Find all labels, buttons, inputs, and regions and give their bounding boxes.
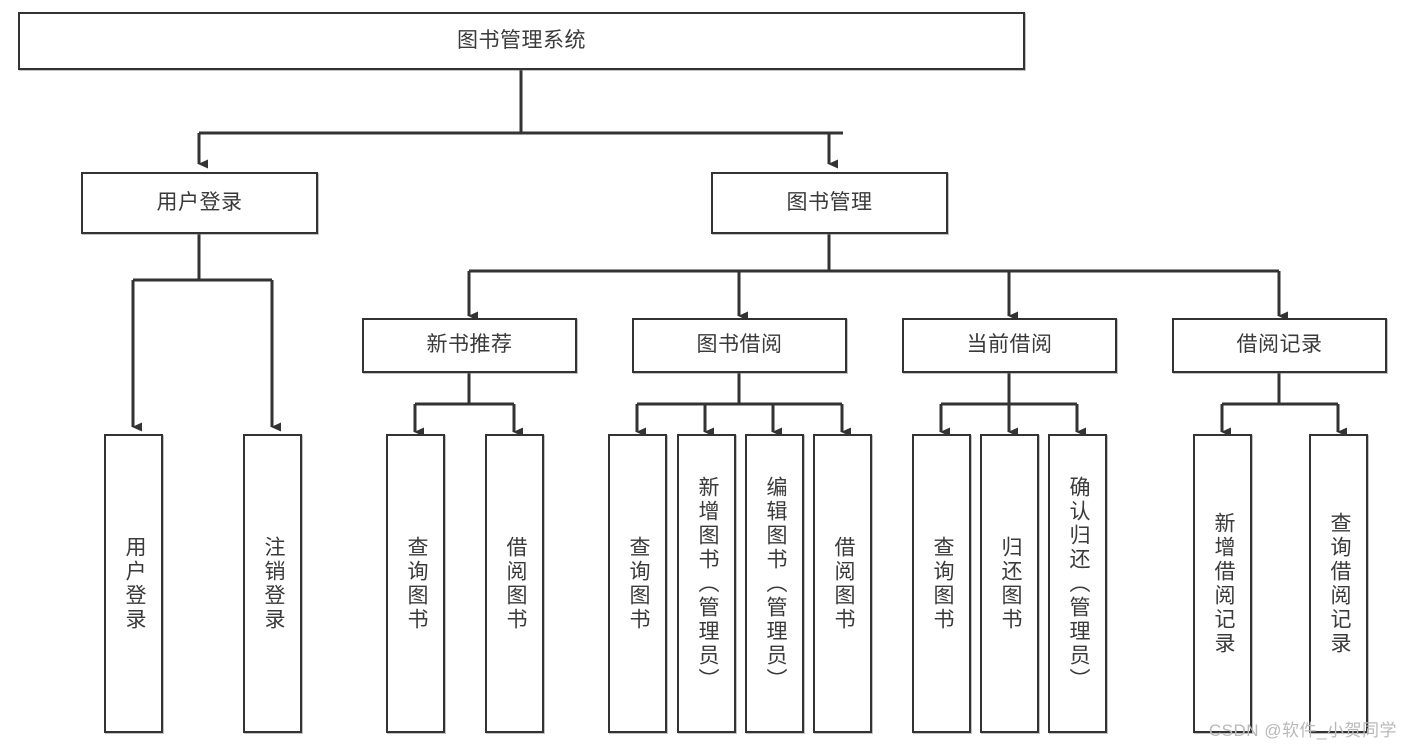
node-label: 查询图书 (930, 535, 954, 632)
leaf-bb-edit-book-admin[interactable]: 编辑图书（管理员） (745, 434, 804, 733)
node-current-borrow[interactable]: 当前借阅 (902, 318, 1117, 373)
leaf-br-query-record[interactable]: 查询借阅记录 (1309, 434, 1368, 733)
leaf-nb-borrow-book[interactable]: 借阅图书 (485, 434, 544, 733)
node-borrow-records[interactable]: 借阅记录 (1172, 318, 1387, 373)
node-label: 新书推荐 (426, 333, 513, 357)
node-label: 当前借阅 (966, 333, 1053, 357)
leaf-cb-query-book[interactable]: 查询图书 (912, 434, 971, 733)
leaf-bb-query-book[interactable]: 查询图书 (608, 434, 667, 733)
leaf-br-add-record[interactable]: 新增借阅记录 (1193, 434, 1252, 733)
node-label: 图书管理 (786, 190, 873, 214)
node-label: 归还图书 (998, 535, 1022, 632)
node-label: 图书管理系统 (457, 28, 586, 52)
node-label: 借阅图书 (503, 535, 527, 632)
leaf-nb-query-book[interactable]: 查询图书 (386, 434, 445, 733)
leaf-bb-add-book-admin[interactable]: 新增图书（管理员） (677, 434, 736, 733)
node-root-system[interactable]: 图书管理系统 (18, 12, 1025, 70)
node-book-manage[interactable]: 图书管理 (711, 172, 948, 234)
node-label: 查询图书 (626, 535, 650, 632)
leaf-user-login[interactable]: 用户登录 (104, 434, 163, 733)
node-label: 确认归还（管理员） (1066, 475, 1090, 692)
node-label: 用户登录 (122, 535, 146, 632)
node-new-book-recommend[interactable]: 新书推荐 (362, 318, 577, 373)
node-label: 编辑图书（管理员） (763, 475, 787, 692)
node-label: 查询图书 (404, 535, 428, 632)
node-label: 新增借阅记录 (1211, 511, 1235, 656)
node-user-login[interactable]: 用户登录 (81, 172, 318, 234)
node-label: 图书借阅 (696, 333, 783, 357)
node-label: 用户登录 (156, 190, 243, 214)
leaf-logout[interactable]: 注销登录 (243, 434, 302, 733)
node-label: 注销登录 (261, 535, 285, 632)
leaf-cb-return-book[interactable]: 归还图书 (980, 434, 1039, 733)
node-label: 借阅图书 (831, 535, 855, 632)
node-book-borrow[interactable]: 图书借阅 (632, 318, 847, 373)
node-label: 新增图书（管理员） (695, 475, 719, 692)
leaf-bb-borrow-book[interactable]: 借阅图书 (813, 434, 872, 733)
watermark-text: CSDN @软件_小贺同学 (1208, 721, 1397, 740)
node-label: 查询借阅记录 (1327, 511, 1351, 656)
node-label: 借阅记录 (1236, 333, 1323, 357)
leaf-cb-confirm-return-admin[interactable]: 确认归还（管理员） (1048, 434, 1107, 733)
